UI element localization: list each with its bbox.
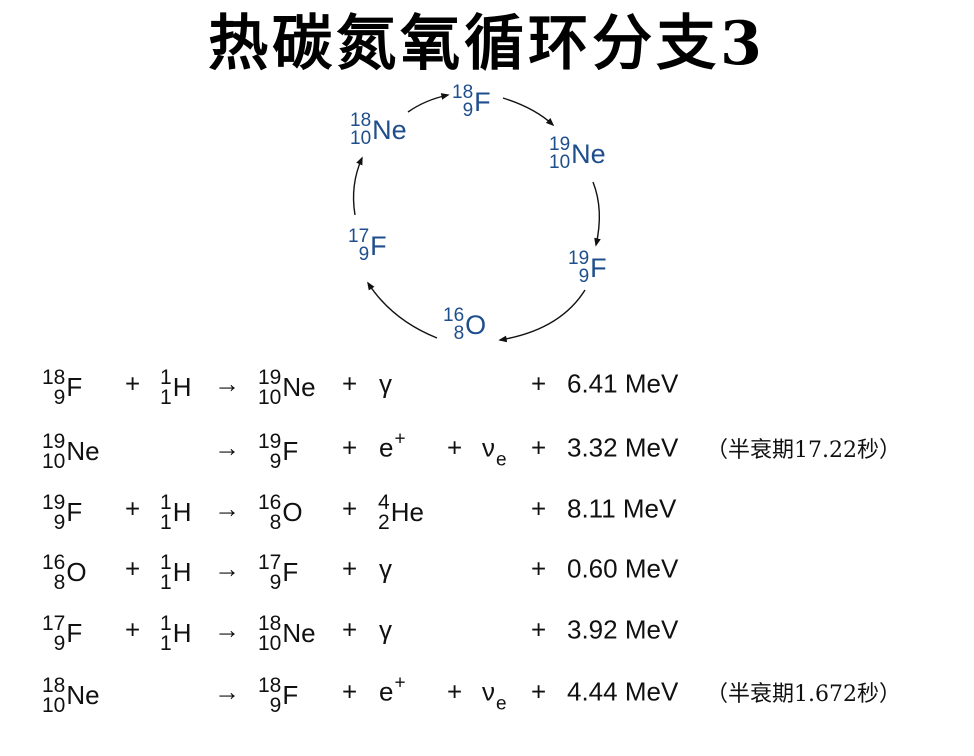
product-2: γ	[379, 553, 392, 584]
neutrino	[482, 369, 483, 400]
half-life-note: （半衰期17.22秒）	[706, 438, 901, 463]
plus-sign: +	[125, 614, 141, 645]
arrow-o16-to-f17	[367, 281, 438, 339]
plus-sign: +	[531, 614, 547, 645]
energy-value: 4.44 MeV	[567, 676, 679, 707]
plus-sign: +	[342, 614, 358, 645]
energy-value: 6.41 MeV	[567, 368, 679, 399]
plus-sign: +	[125, 553, 141, 584]
plus-sign: +	[531, 432, 547, 463]
energy-value: 3.32 MeV	[567, 432, 679, 463]
product-2: e+	[379, 428, 406, 463]
plus-sign: +	[342, 432, 358, 463]
plus-sign: +	[342, 676, 358, 707]
energy-value: 3.92 MeV	[567, 614, 679, 645]
reaction-arrow: →	[214, 432, 240, 463]
plus-sign: +	[342, 553, 358, 584]
reaction-arrow: →	[214, 614, 240, 645]
plus-sign: +	[447, 432, 463, 463]
plus-sign: +	[531, 676, 547, 707]
reactant-2	[160, 677, 161, 708]
product-2: γ	[379, 368, 392, 399]
neutrino: νe	[482, 432, 507, 471]
plus-sign: +	[531, 368, 547, 399]
reaction-arrow: →	[214, 493, 240, 524]
plus-sign: +	[531, 553, 547, 584]
neutrino	[482, 494, 483, 525]
plus-sign: +	[342, 368, 358, 399]
arrow-f17-to-ne18	[352, 156, 363, 216]
reaction-arrow: →	[214, 368, 240, 399]
neutrino: νe	[482, 676, 507, 715]
energy-value: 8.11 MeV	[567, 493, 677, 524]
arrow-f18-to-ne19	[502, 97, 555, 127]
neutrino	[482, 554, 483, 585]
arrow-ne18-to-f18	[407, 93, 450, 113]
energy-value: 0.60 MeV	[567, 553, 679, 584]
plus-sign: +	[531, 493, 547, 524]
plus-sign: +	[447, 676, 463, 707]
arrow-ne19-to-f19	[592, 181, 601, 247]
arrow-f19-to-o16	[498, 289, 586, 343]
neutrino	[482, 615, 483, 646]
reaction-arrow: →	[214, 553, 240, 584]
cycle-arrows	[352, 93, 601, 343]
product-2: e+	[379, 672, 406, 707]
product-2: γ	[379, 614, 392, 645]
reactant-2	[160, 433, 161, 464]
plus-sign: +	[125, 368, 141, 399]
page-title: 热碳氮氧循环分支3	[208, 9, 766, 79]
reaction-arrow: →	[214, 676, 240, 707]
plus-sign: +	[125, 493, 141, 524]
plus-sign: +	[342, 493, 358, 524]
half-life-note: （半衰期1.672秒）	[706, 682, 901, 707]
